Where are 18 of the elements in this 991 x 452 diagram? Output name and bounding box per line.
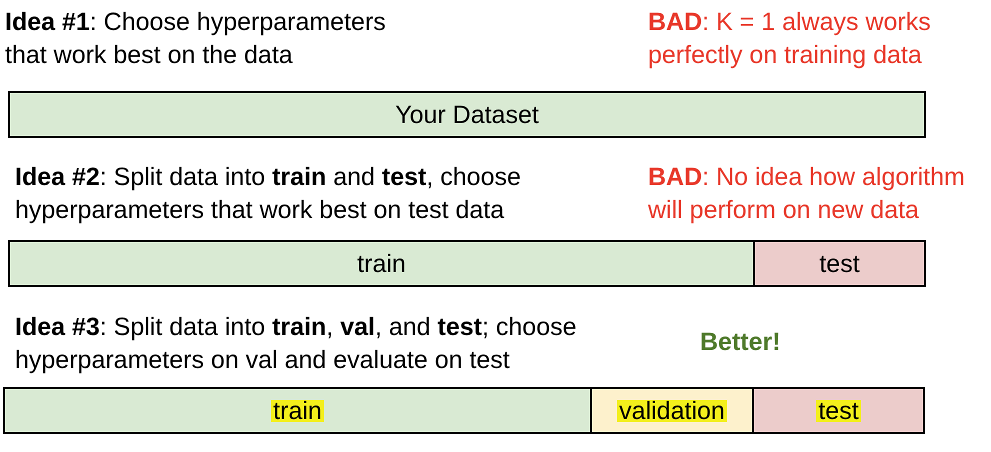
highlighted-label: validation <box>617 400 727 422</box>
verdict-text: Better! <box>700 327 782 358</box>
segment-label: train <box>357 250 406 278</box>
idea-text: Idea #3: Split data into train, val, and test; choose hyperparameters on val and evaluate on test <box>15 312 578 376</box>
highlighted-label: train <box>271 400 324 422</box>
idea-text: Idea #1: Choose hyperparameters that work best on the data <box>5 7 387 71</box>
warning-text: BAD: No idea how algorithm will perform on new data <box>648 162 966 226</box>
train-segment <box>3 387 592 434</box>
warning-text: BAD: K = 1 always works perfectly on training data <box>648 7 932 71</box>
highlighted-label: test <box>816 400 861 422</box>
idea-text: Idea #2: Split data into train and test, choose hyperparameters that work best on test data <box>15 162 522 226</box>
dataset-bar <box>8 91 926 138</box>
segment-label: Your Dataset <box>395 100 539 128</box>
validation-segment <box>590 387 754 434</box>
segment-label: test <box>819 250 860 278</box>
test-segment <box>752 387 925 434</box>
test-segment <box>753 240 926 287</box>
train-segment <box>8 240 755 287</box>
